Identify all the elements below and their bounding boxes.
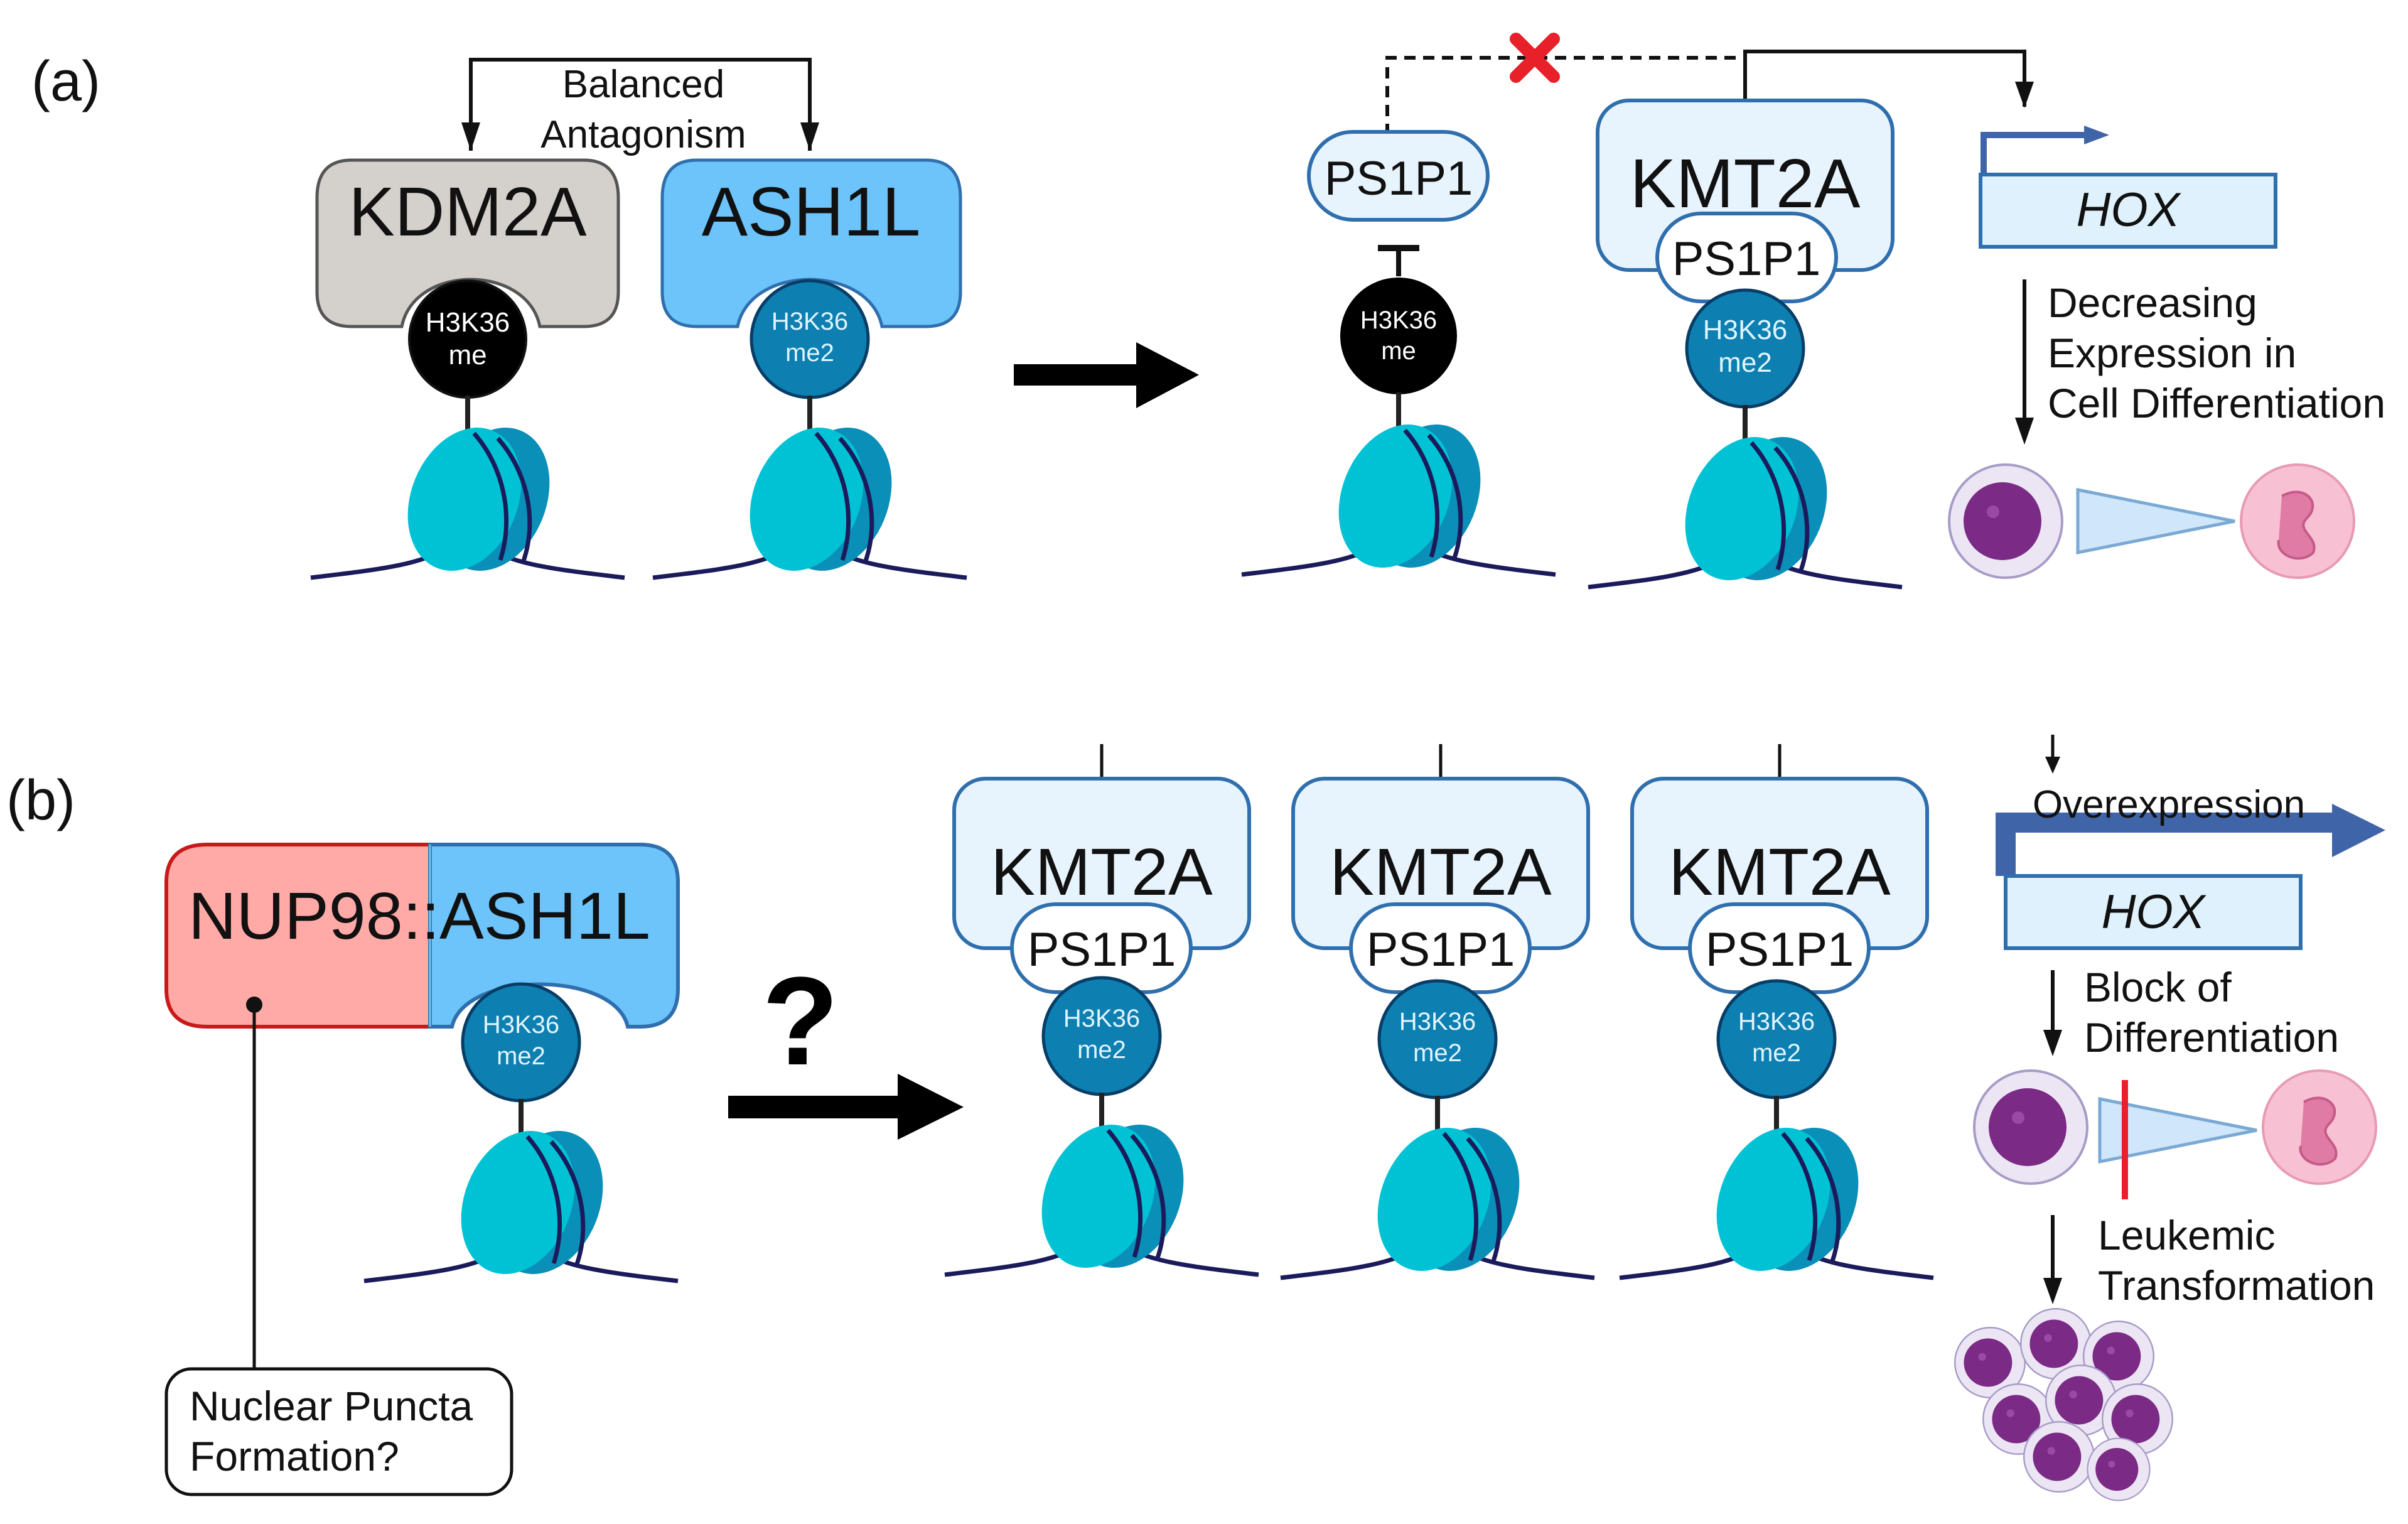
differentiation-wedge-b	[2098, 1096, 2257, 1164]
kmt2a-b1-ps1p1-label: PS1P1	[1028, 923, 1176, 976]
h3k36me-mark-a3	[1340, 278, 1457, 394]
kmt2a-b2-label: KMT2A	[1330, 835, 1552, 909]
down-arrow-b2	[2043, 1215, 2062, 1304]
hox-b-label: HOX	[2102, 885, 2207, 939]
puncta-line-2: Formation?	[190, 1433, 399, 1479]
block-line-1: Block of	[2084, 964, 2232, 1010]
differentiation-wedge-a	[2076, 487, 2235, 555]
leukemic-cell-cluster-icon	[1954, 1307, 2174, 1501]
transition-arrow-b	[728, 1074, 964, 1140]
nucleosome-a3	[1242, 392, 1556, 585]
ps1p1-free	[1307, 130, 1490, 222]
neutrophil-icon-b	[2262, 1069, 2377, 1185]
leukemic-line-1: Leukemic	[2098, 1212, 2275, 1258]
h3k36me-mark-text-1: H3K36	[426, 307, 510, 338]
h3k36me2-mark-b1-text-1: H3K36	[483, 1011, 559, 1039]
kmt2a-complex-b1	[952, 744, 1251, 1096]
kmt2a-complex-b3	[1630, 744, 1929, 1100]
hox-gene-a	[1979, 126, 2277, 249]
expression-line-1: Decreasing	[2048, 279, 2257, 326]
kmt2a-b3-label: KMT2A	[1669, 835, 1891, 909]
nucleosome-b3	[1281, 1096, 1594, 1288]
fusion-left-label: NUP98::	[188, 879, 440, 953]
kmt2a-complex-a	[1596, 99, 1895, 409]
nup98-ash1l-fusion	[164, 843, 680, 1029]
h3k36me2-mark-b4-text-2: me2	[1752, 1039, 1801, 1067]
panel-b-label: (b)	[6, 769, 75, 832]
kdm2a-complex	[315, 158, 620, 328]
down-arrow-b1	[2043, 970, 2062, 1056]
h3k36me2-mark-b4-text-1: H3K36	[1738, 1008, 1815, 1035]
kmt2a-b2-ps1p1-label: PS1P1	[1367, 923, 1515, 976]
nucleosome-a1	[311, 396, 625, 588]
h3k36me2-mark-b1-text-2: me2	[497, 1042, 546, 1070]
h3k36me-mark-a3-text-2: me	[1381, 337, 1416, 365]
kmt2a-b3-ps1p1-label: PS1P1	[1706, 923, 1854, 976]
overexpression-label: Overexpression	[2033, 783, 2305, 826]
expression-line-2: Expression in	[2048, 330, 2296, 376]
blast-cell-icon-a	[1948, 463, 2063, 579]
balanced-label: Balanced	[562, 63, 725, 106]
question-mark: ?	[762, 951, 839, 1091]
neutrophil-icon-a	[2240, 463, 2355, 579]
inhibition-bar	[1378, 245, 1419, 276]
h3k36me2-mark-a2-text-2: me2	[785, 339, 834, 367]
kmt2a-complex-b2	[1291, 744, 1590, 1100]
h3k36me2-mark-b2-text-2: me2	[1077, 1036, 1126, 1064]
h3k36me2-mark-b3-text-2: me2	[1413, 1039, 1462, 1067]
ash1l-label: ASH1L	[702, 173, 921, 251]
h3k36me2-mark-a4-text-2: me2	[1718, 347, 1772, 378]
kdm2a-label: KDM2A	[349, 173, 588, 251]
h3k36me-mark-a3-text-1: H3K36	[1360, 306, 1437, 334]
kmt2a-b1-label: KMT2A	[991, 835, 1213, 909]
kmt2a-a-ps1p1-label: PS1P1	[1672, 232, 1821, 286]
h3k36me-mark-text-2: me	[448, 340, 486, 370]
h3k36me2-mark-b3-text-1: H3K36	[1399, 1008, 1476, 1035]
blast-cell-icon-b	[1973, 1069, 2088, 1185]
nucleosome-b2	[945, 1093, 1259, 1285]
h3k36me2-mark-a4-text-1: H3K36	[1703, 315, 1788, 345]
leukemic-line-2: Transformation	[2098, 1262, 2375, 1309]
nucleosome-b4	[1620, 1096, 1933, 1288]
panel-a-label: (a)	[31, 50, 100, 113]
fusion-right-label: ASH1L	[439, 879, 650, 953]
hox-gene-b	[1996, 804, 2385, 950]
antagonism-label: Antagonism	[540, 113, 746, 156]
nucleosome-a4	[1588, 405, 1902, 597]
nucleosome-b1	[364, 1099, 678, 1291]
h3k36me2-mark-b2-text-1: H3K36	[1063, 1005, 1140, 1032]
kmt2a-connection-arrow	[1743, 50, 2034, 108]
h3k36me-mark-a1	[408, 279, 527, 399]
nucleosome-a2	[653, 396, 967, 588]
expression-line-3: Cell Differentiation	[2048, 380, 2385, 426]
balanced-antagonism-arrows	[461, 58, 819, 151]
hox-a-label: HOX	[2077, 183, 2182, 237]
down-arrow-a	[2015, 279, 2034, 445]
blocked-interaction-line	[1385, 56, 1745, 135]
transition-arrow-a	[1014, 342, 1199, 408]
small-down-arrow-b	[2045, 735, 2060, 774]
puncta-callout-line	[246, 997, 262, 1372]
h3k36me2-mark-a2-text-1: H3K36	[771, 308, 848, 335]
kmt2a-a-label: KMT2A	[1630, 145, 1861, 222]
block-line-2: Differentiation	[2084, 1014, 2339, 1061]
red-x-icon	[1510, 33, 1560, 83]
puncta-callout-box	[164, 1367, 513, 1496]
ps1p1-free-label: PS1P1	[1325, 152, 1473, 205]
puncta-line-1: Nuclear Puncta	[190, 1383, 473, 1429]
